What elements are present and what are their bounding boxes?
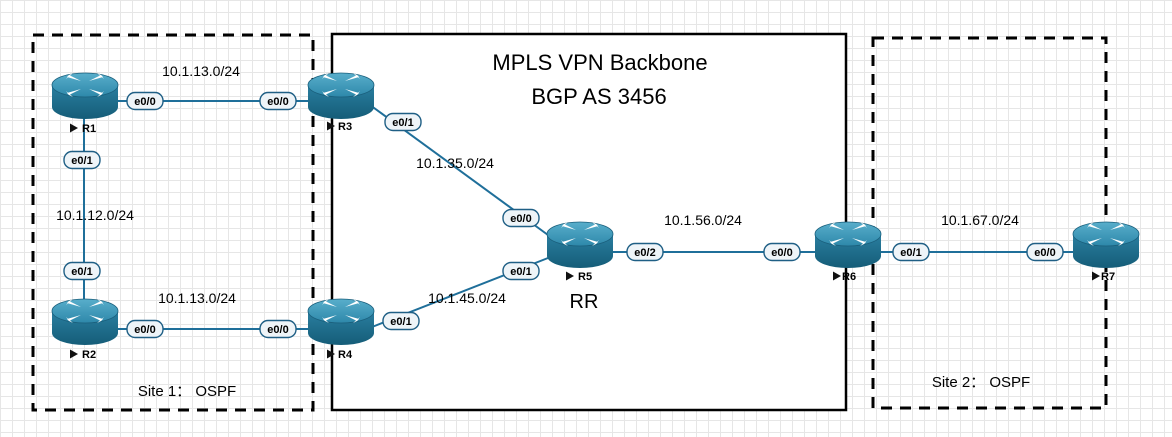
svg-text:e0/0: e0/0 [510, 213, 531, 225]
svg-text:e0/1: e0/1 [71, 155, 92, 167]
interface-badge-r3-e0-1: e0/1 [384, 112, 422, 132]
interface-badge-r5-e0-1: e0/1 [502, 261, 540, 281]
subnet-label-r1-r2: 10.1.12.0/24 [56, 207, 134, 223]
interface-badge-r1-e0-1: e0/1 [63, 150, 101, 170]
router-icon [307, 72, 375, 120]
subnet-label-r3-r5: 10.1.35.0/24 [416, 155, 494, 171]
subnet-label-r2-r4: 10.1.13.0/24 [158, 290, 236, 306]
router-r2[interactable]: R2 [51, 298, 119, 361]
router-label-r4: R4 [338, 349, 353, 361]
backbone-title: MPLS VPN Backbone [492, 50, 707, 75]
svg-text:e0/0: e0/0 [267, 324, 288, 336]
interface-badge-r2-e0-0: e0/0 [126, 319, 164, 339]
router-icon [1072, 221, 1140, 269]
router-label-r3: R3 [338, 121, 352, 133]
subnet-label-r6-r7: 10.1.67.0/24 [941, 212, 1019, 228]
svg-text:e0/1: e0/1 [71, 266, 92, 278]
router-r3[interactable]: R3 [307, 72, 375, 133]
svg-text:e0/1: e0/1 [390, 316, 411, 328]
interface-badge-r6-e0-0: e0/0 [763, 242, 801, 262]
router-r5[interactable]: R5 [546, 221, 614, 283]
router-icon [51, 298, 119, 346]
interface-badge-r4-e0-1: e0/1 [382, 311, 420, 331]
interface-badge-r4-e0-0: e0/0 [259, 319, 297, 339]
router-label-r1: R1 [82, 123, 96, 135]
router-label-r2: R2 [82, 349, 96, 361]
router-r6[interactable]: R6 [814, 221, 882, 283]
interface-badge-r3-e0-0: e0/0 [259, 91, 297, 111]
site2-label: Site 2： OSPF [932, 374, 1030, 391]
svg-text:e0/1: e0/1 [392, 117, 413, 129]
subnet-label-r1-r3: 10.1.13.0/24 [162, 63, 240, 79]
play-icon [1092, 271, 1100, 281]
subnet-label-r4-r5: 10.1.45.0/24 [428, 290, 506, 306]
router-icon [51, 72, 119, 120]
interface-badge-r1-e0-0: e0/0 [126, 91, 164, 111]
router-r7[interactable]: R7 [1072, 221, 1140, 283]
interface-badge-r5-e0-2: e0/2 [626, 242, 664, 262]
router-r4[interactable]: R4 [307, 298, 375, 361]
site1-label: Site 1： OSPF [138, 383, 236, 400]
router-icon [307, 298, 375, 346]
svg-text:e0/1: e0/1 [510, 266, 531, 278]
svg-text:e0/1: e0/1 [900, 247, 921, 259]
route-reflector-label: RR [570, 291, 599, 313]
svg-text:e0/0: e0/0 [134, 324, 155, 336]
router-label-r5: R5 [578, 271, 592, 283]
interface-badge-r2-e0-1: e0/1 [63, 261, 101, 281]
router-label-r7: R7 [1101, 271, 1115, 283]
router-icon [814, 221, 882, 269]
svg-text:e0/2: e0/2 [634, 247, 655, 259]
svg-text:e0/0: e0/0 [771, 247, 792, 259]
play-icon [70, 349, 78, 359]
router-r1[interactable]: R1 [51, 72, 119, 135]
mpls-backbone-boundary [330, 32, 848, 412]
router-icon [546, 221, 614, 269]
interface-badge-r6-e0-1: e0/1 [892, 242, 930, 262]
play-icon [70, 123, 78, 133]
backbone-subtitle: BGP AS 3456 [531, 84, 666, 109]
svg-text:e0/0: e0/0 [1034, 247, 1055, 259]
site1-boundary [31, 33, 315, 412]
router-label-r6: R6 [842, 271, 856, 283]
interface-badge-r7-e0-0: e0/0 [1026, 242, 1064, 262]
svg-text:e0/0: e0/0 [267, 96, 288, 108]
svg-text:e0/0: e0/0 [134, 96, 155, 108]
subnet-label-r5-r6: 10.1.56.0/24 [664, 212, 742, 228]
interface-badge-r5-e0-0: e0/0 [502, 208, 540, 228]
